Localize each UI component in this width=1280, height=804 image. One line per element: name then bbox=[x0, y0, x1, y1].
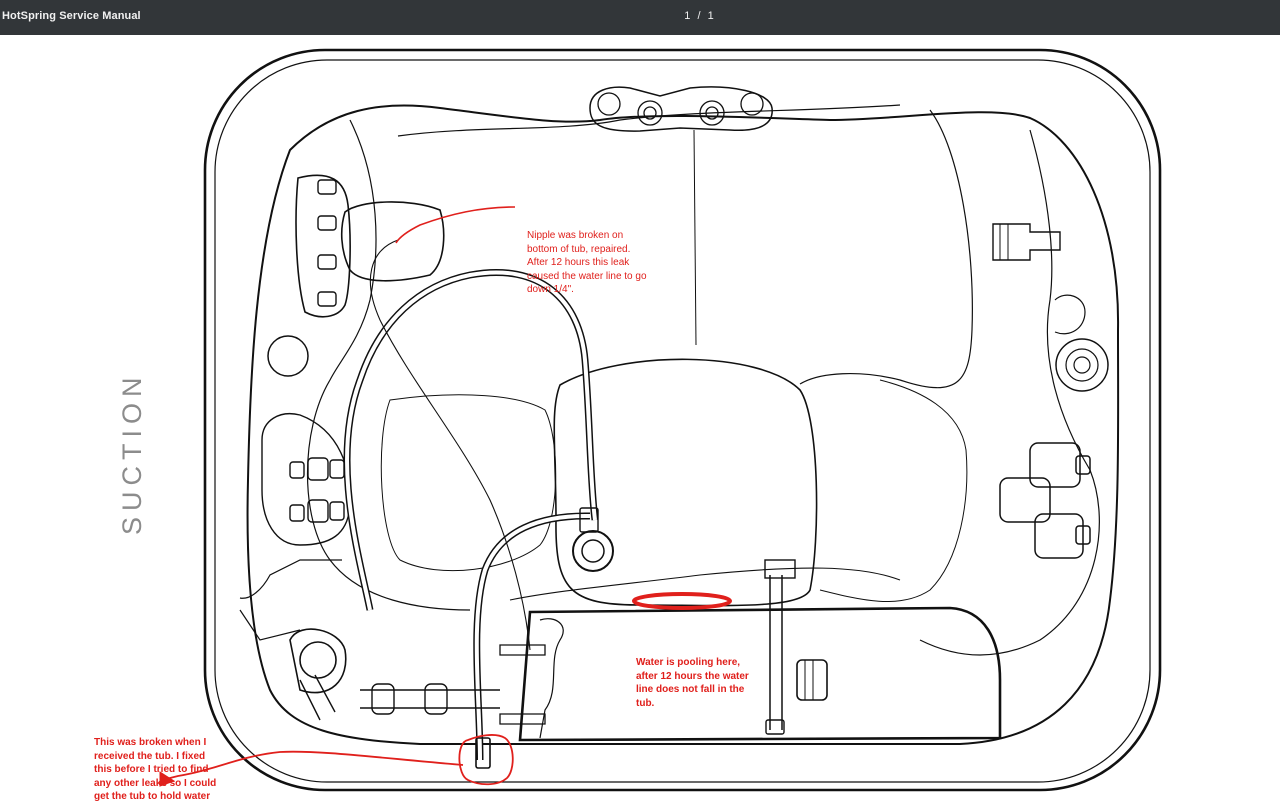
hot-tub-diagram bbox=[159, 48, 1162, 792]
jet-round-right bbox=[1055, 338, 1109, 392]
vertical-pipe bbox=[769, 575, 783, 730]
pipe-lower-left bbox=[299, 674, 336, 721]
annotation-water-pooling: Water is pooling here, after 12 hours th… bbox=[636, 657, 749, 709]
equipment-bay-outline bbox=[518, 606, 1002, 742]
air-line-thin-2 bbox=[509, 567, 901, 601]
tub-right-seat-edge bbox=[919, 129, 1100, 656]
jet-connectors-top-left bbox=[317, 179, 337, 307]
hose-large-loop-inner bbox=[345, 270, 597, 611]
headrest-pillow bbox=[589, 86, 773, 132]
hose-lower-loop-inner bbox=[474, 513, 591, 761]
annotation-nipple-broken: Nipple was broken on bottom of tub, repa… bbox=[527, 230, 647, 295]
suction-fitting-footwell bbox=[572, 530, 614, 572]
right-wall-pocket bbox=[1054, 294, 1086, 335]
jet-cluster-left bbox=[289, 457, 345, 523]
equipment-bay-lip bbox=[539, 618, 564, 739]
hose-tee-fitting bbox=[579, 507, 599, 533]
tub-seat-outline bbox=[246, 104, 1120, 745]
page-counter: 1 / 1 bbox=[684, 10, 716, 22]
tub-footwell-inner bbox=[380, 394, 557, 572]
pillow-bump-right bbox=[740, 92, 764, 116]
pillow-circle-left-inner bbox=[643, 106, 657, 120]
pipe-bottom-run bbox=[360, 689, 500, 709]
pooling-marker bbox=[632, 592, 732, 610]
drain-valve bbox=[796, 659, 828, 701]
pipe-tee bbox=[764, 559, 796, 579]
round-knob-left bbox=[267, 335, 309, 377]
pipe-connector-right bbox=[499, 644, 546, 725]
tub-back-ridge bbox=[397, 104, 901, 137]
suction-label: SUCTION bbox=[117, 371, 147, 536]
tub-seat-curve-right bbox=[799, 109, 973, 389]
jet-panel-top-left bbox=[295, 174, 351, 318]
air-line-thin bbox=[369, 239, 531, 651]
broken-fitting bbox=[475, 737, 491, 769]
manifold-lower-left bbox=[289, 628, 347, 694]
pillow-circle-left bbox=[637, 100, 663, 126]
pillow-circle-right-inner bbox=[705, 106, 719, 120]
pillow-bump-left bbox=[597, 92, 621, 116]
pdf-page-viewer[interactable]: SUCTION Nipple was broken on bottom of t… bbox=[0, 35, 1280, 802]
tub-seat-divider bbox=[693, 129, 697, 346]
filter-housing bbox=[340, 201, 445, 282]
pillow-circle-right bbox=[699, 100, 725, 126]
nipple-marker-line bbox=[395, 206, 516, 244]
jet-valve-upper-right bbox=[992, 223, 1061, 261]
broken-fitting-arrow bbox=[161, 750, 464, 781]
tub-inner-rim bbox=[214, 59, 1151, 783]
document-title: HotSpring Service Manual bbox=[2, 10, 141, 22]
annotation-broken-on-arrival: This was broken when I received the tub.… bbox=[94, 737, 217, 802]
tub-outer-rim bbox=[203, 48, 1162, 792]
jet-panel-left bbox=[261, 413, 351, 546]
jet-cluster-right bbox=[999, 442, 1091, 559]
broken-fitting-circle bbox=[458, 734, 514, 786]
tub-lounge-seat bbox=[819, 379, 968, 602]
side-wall-left bbox=[239, 559, 342, 641]
pdf-toolbar: HotSpring Service Manual 1 / 1 bbox=[0, 0, 1280, 35]
broken-fitting-arrowhead bbox=[159, 771, 176, 787]
